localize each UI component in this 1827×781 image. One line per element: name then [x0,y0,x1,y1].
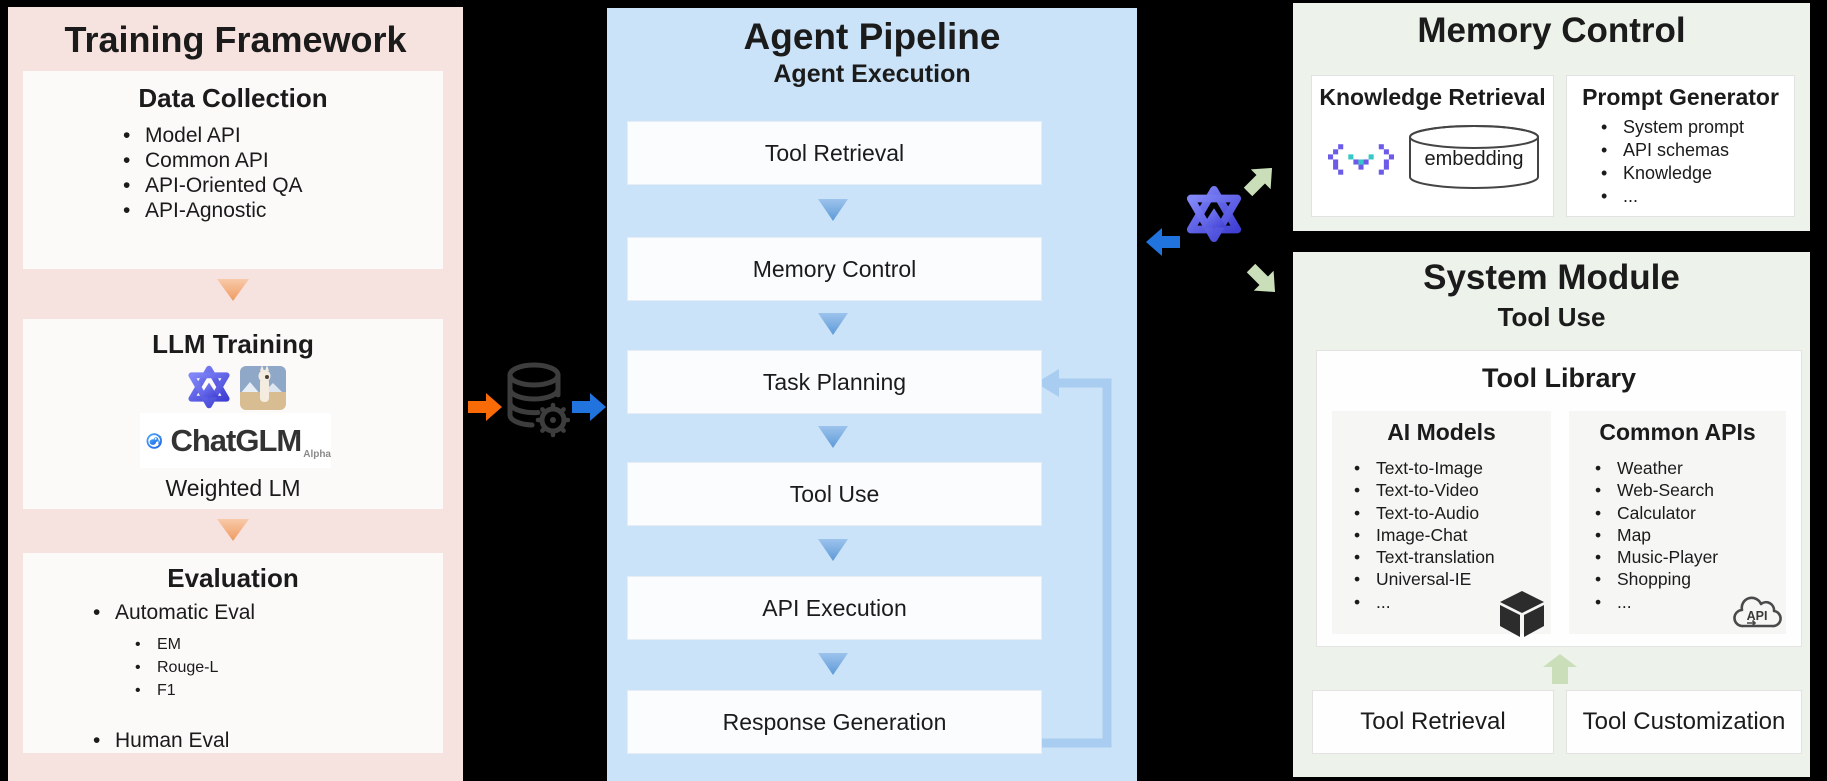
data-collection-list: Model API Common API API-Oriented QA API… [119,123,303,223]
metric-item: Rouge-L [131,656,218,679]
feedback-loop-arrow [1036,369,1112,748]
tool-retrieval-label: Tool Retrieval [1360,708,1506,735]
list-item: API-Oriented QA [119,173,303,198]
cube-icon [1500,591,1544,637]
list-item: Text-to-Video [1350,479,1495,502]
list-item: Text-to-Audio [1350,502,1495,525]
qwen-logo-icon [188,365,230,409]
evaluation-title: Evaluation [167,563,299,593]
agent-pipeline-panel: Agent Pipeline Agent Execution Tool Retr… [607,8,1137,781]
data-collection-title: Data Collection [138,83,328,113]
embedding-model-pixel-icon [1328,144,1394,175]
llama-image-icon [240,366,286,410]
common-apis-title: Common APIs [1599,419,1756,445]
down-arrow-icon [818,653,848,675]
list-item: ... [1591,591,1718,614]
api-cloud-label: API [1747,609,1768,623]
common-apis-list: Weather Web-Search Calculator Map Music-… [1591,457,1718,613]
human-eval-item: Human Eval [89,729,509,753]
memory-control-title: Memory Control [1417,11,1686,50]
chatglm-logo: ChatGLM Alpha [140,413,331,468]
list-item: Text-translation [1350,546,1495,569]
down-arrow-icon [217,279,249,301]
pipeline-step-memory-control: Memory Control [627,237,1042,301]
blue-right-arrow-icon [572,393,606,421]
database-gear-icon [507,362,570,438]
chatglm-wordmark-sub: Alpha [303,449,331,460]
down-arrow-icon [217,519,249,541]
list-item: Knowledge [1597,162,1744,185]
chatglm-elephant-icon [146,432,163,449]
list-item: System prompt [1597,116,1744,139]
tool-customization-box: Tool Customization [1566,690,1802,754]
prompt-generator-title: Prompt Generator [1582,84,1779,110]
embedding-db-icon [1409,125,1539,189]
green-down-right-arrow-icon [1246,263,1276,293]
down-arrow-icon [818,199,848,221]
pipeline-step-api-execution: API Execution [627,576,1042,640]
tool-customization-label: Tool Customization [1582,708,1786,735]
blue-left-arrow-icon [1146,228,1180,256]
list-item: API-Agnostic [119,198,303,223]
list-item: Shopping [1591,568,1718,591]
chatglm-wordmark: ChatGLM [170,422,302,458]
evaluation-box: Evaluation Automatic Eval EM Rouge-L F1 … [23,553,443,753]
api-cloud-icon: API [1733,596,1782,628]
metric-item: EM [131,633,218,656]
qwen-logo-icon [1186,185,1242,243]
pipeline-step-tool-retrieval: Tool Retrieval [627,121,1042,185]
weighted-lm-label: Weighted LM [165,475,301,501]
pipeline-step-task-planning: Task Planning [627,350,1042,414]
system-module-panel: System Module Tool Use Tool Library AI M… [1293,252,1810,777]
training-framework-panel: Training Framework Data Collection Model… [8,7,463,781]
llm-training-box: LLM Training [23,319,443,509]
pipeline-step-response-generation: Response Generation [627,690,1042,754]
prompt-generator-box: Prompt Generator System prompt API schem… [1566,75,1795,217]
down-arrow-icon [818,539,848,561]
list-item: Calculator [1591,502,1718,525]
metric-list: EM Rouge-L F1 [131,633,218,702]
tool-library-title: Tool Library [1481,363,1636,393]
knowledge-retrieval-box: Knowledge Retrieval [1311,75,1554,217]
list-item: ... [1350,591,1495,614]
list-item: Text-to-Image [1350,457,1495,480]
green-up-right-arrow-icon [1243,167,1273,197]
ai-models-title: AI Models [1387,419,1496,445]
system-module-subtitle: Tool Use [1497,302,1606,332]
data-collection-box: Data Collection Model API Common API API… [23,71,443,269]
list-item: Model API [119,123,303,148]
down-arrow-icon [818,426,848,448]
tool-retrieval-box: Tool Retrieval [1312,690,1554,754]
system-module-title: System Module [1423,258,1680,297]
tool-library-box: Tool Library AI Models Text-to-Image Tex… [1316,350,1802,647]
list-item: Weather [1591,457,1718,480]
ai-models-box: AI Models Text-to-Image Text-to-Video Te… [1332,411,1551,637]
memory-control-panel: Memory Control Knowledge Retrieval [1293,3,1810,231]
orange-right-arrow-icon [468,393,502,421]
agent-pipeline-subtitle: Agent Execution [773,60,971,88]
pipeline-step-tool-use: Tool Use [627,462,1042,526]
list-item: Image-Chat [1350,524,1495,547]
list-item: Music-Player [1591,546,1718,569]
down-arrow-icon [818,313,848,335]
llm-training-title: LLM Training [152,329,314,359]
list-item: ... [1597,185,1744,208]
metric-item: F1 [131,679,218,702]
agent-pipeline-title: Agent Pipeline [743,16,1001,57]
automatic-eval-item: Automatic Eval [89,601,509,625]
green-up-arrow-icon [1543,654,1577,684]
list-item: Common API [119,148,303,173]
list-item: Universal-IE [1350,568,1495,591]
list-item: API schemas [1597,139,1744,162]
embedding-label: embedding [1424,148,1524,170]
list-item: Map [1591,524,1718,547]
list-item: Web-Search [1591,479,1718,502]
common-apis-box: Common APIs Weather Web-Search Calculato… [1569,411,1786,634]
knowledge-retrieval-title: Knowledge Retrieval [1319,84,1546,110]
training-framework-title: Training Framework [64,19,407,60]
prompt-generator-list: System prompt API schemas Knowledge ... [1597,116,1744,208]
ai-models-list: Text-to-Image Text-to-Video Text-to-Audi… [1350,457,1495,613]
